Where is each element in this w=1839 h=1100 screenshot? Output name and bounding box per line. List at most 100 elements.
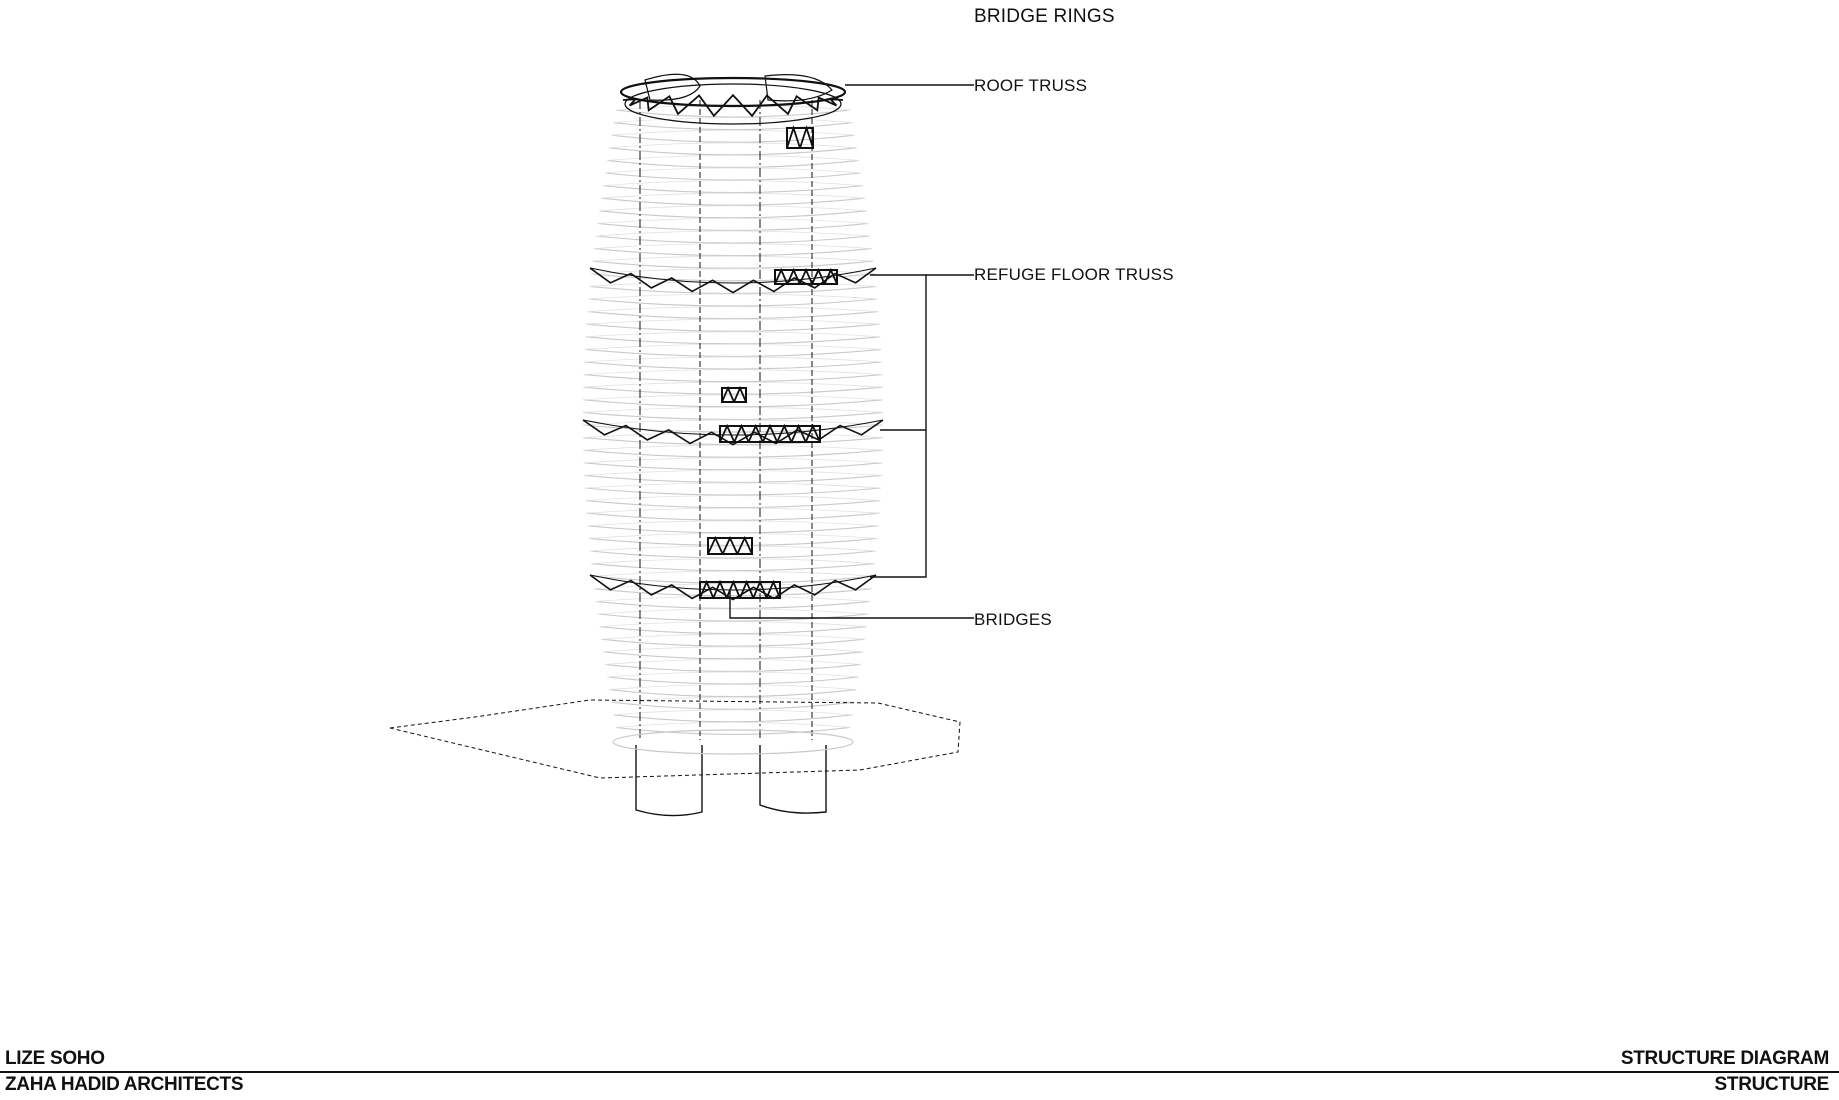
refuge-truss-upper-edge — [589, 267, 877, 284]
floor-ring — [599, 210, 867, 219]
roof-core-opening — [764, 74, 833, 102]
floor-ring — [601, 638, 865, 647]
floor-ring-back — [587, 520, 879, 527]
title-block-rule — [0, 1071, 1839, 1073]
floor-ring — [611, 701, 855, 710]
project-name: LIZE SOHO — [5, 1048, 105, 1069]
floor-ring-back — [595, 596, 871, 602]
floor-ring-back — [583, 369, 883, 375]
roof-core-opening — [644, 73, 701, 101]
floor-ring — [597, 613, 869, 622]
floor-ring — [592, 260, 874, 269]
floor-ring-back — [584, 470, 882, 476]
floor-ring-back — [584, 344, 882, 350]
floor-ring-back — [611, 696, 855, 703]
refuge-truss-middle-edge — [582, 419, 884, 436]
floor-ring-back — [597, 218, 869, 224]
floor-ring-back — [589, 281, 877, 287]
floor-ring-back — [592, 255, 874, 262]
bridge-truss-web — [707, 535, 753, 555]
floor-ring-back — [583, 457, 883, 464]
floor-ring-back — [607, 671, 859, 678]
floor-ring — [589, 550, 877, 559]
floor-ring — [599, 626, 867, 635]
floor-ring-back — [586, 318, 880, 325]
floor-ring — [582, 424, 884, 433]
diagram-title: BRIDGE RINGS — [974, 6, 1115, 27]
floor-ring — [587, 525, 879, 534]
floor-ring — [582, 411, 884, 420]
podium-ring — [612, 729, 854, 755]
bridge-truss-web — [721, 385, 747, 403]
floor-ring-back — [616, 722, 850, 728]
floor-ring — [603, 185, 863, 194]
floor-ring — [583, 449, 883, 458]
floor-ring — [613, 714, 853, 723]
floor-ring — [583, 374, 883, 383]
callout-roof-truss: ROOF TRUSS — [974, 76, 1088, 95]
core-leg-left — [635, 745, 703, 817]
floor-ring-back — [588, 533, 878, 539]
floor-ring-back — [585, 495, 881, 501]
floor-ring-back — [595, 230, 871, 237]
floor-ring — [594, 248, 872, 257]
bridge-truss-web — [719, 423, 821, 443]
roof-truss — [619, 73, 847, 125]
floor-ring — [591, 273, 875, 282]
refuge-floor-trusses — [582, 267, 884, 601]
floor-ring — [611, 134, 855, 143]
floor-ring — [584, 361, 882, 370]
leader-refuge-bracket — [870, 274, 927, 578]
floor-ring-back — [603, 646, 863, 653]
roof-ring-inner — [624, 83, 842, 125]
floor-ring — [584, 348, 882, 357]
floor-ring — [587, 311, 879, 320]
roof-zigzag — [622, 93, 844, 118]
bridge-truss-web — [774, 267, 838, 285]
floor-ring-back — [590, 545, 876, 552]
core-leg-right — [759, 745, 827, 814]
floor-ring-back — [591, 558, 875, 564]
architect-name: ZAHA HADID ARCHITECTS — [5, 1074, 244, 1095]
floor-ring-back — [583, 381, 883, 388]
floor-ring — [584, 487, 882, 496]
refuge-truss-lower-edge — [589, 574, 877, 591]
floor-ring — [584, 474, 882, 483]
site-outline — [389, 699, 961, 779]
floor-ring — [609, 689, 857, 698]
floor-ring — [607, 159, 859, 168]
floor-ring-back — [601, 633, 865, 640]
floor-ring — [595, 600, 871, 609]
floor-ring — [583, 386, 883, 395]
floor-ring-back — [585, 331, 881, 338]
floor-ring-back — [613, 117, 853, 123]
floor-ring-back — [583, 444, 883, 451]
floor-ring — [583, 399, 883, 408]
floor-ring — [597, 222, 869, 231]
sheet-category: STRUCTURE — [1714, 1074, 1830, 1095]
floor-ring-back — [592, 570, 874, 577]
refuge-truss-upper — [589, 267, 877, 294]
tower-cores — [635, 100, 827, 817]
floor-ring — [609, 147, 857, 156]
floor-ring — [605, 172, 861, 181]
floor-ring-back — [583, 394, 883, 401]
floor-ring — [585, 336, 881, 345]
floor-ring — [595, 235, 871, 244]
floor-ring-back — [605, 659, 861, 665]
callout-bridges: BRIDGES — [974, 610, 1052, 629]
floor-ring — [615, 109, 851, 118]
floor-ring — [585, 500, 881, 509]
floor-ring — [583, 462, 883, 471]
floor-ring-back — [586, 507, 880, 514]
floor-ring-back — [603, 180, 863, 186]
bridge-truss-web — [786, 125, 814, 149]
site-boundary — [389, 699, 961, 779]
floor-ring-back — [597, 608, 869, 615]
bridge-truss-web — [699, 579, 781, 599]
callout-leaders — [729, 84, 974, 619]
refuge-truss-middle — [582, 419, 884, 446]
refuge-truss-lower — [589, 574, 877, 601]
floor-ring-back — [582, 419, 884, 426]
